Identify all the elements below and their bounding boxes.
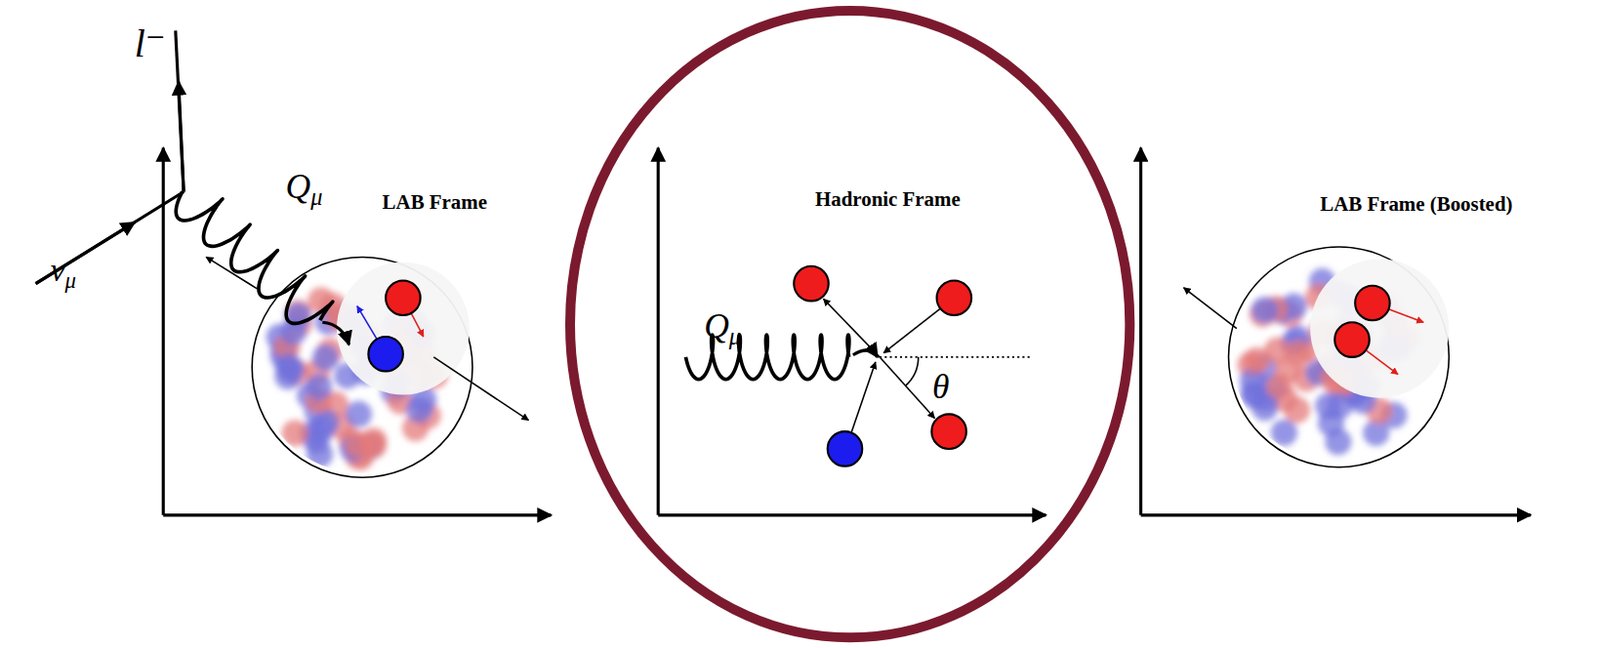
neutrino-symbol: νμ: [50, 253, 77, 293]
illustration-group: [36, 30, 1531, 516]
nucleon-blur: [344, 431, 371, 458]
nucleon-blur: [406, 396, 433, 423]
proton: [1354, 286, 1391, 322]
outgoing-momentum: [823, 298, 880, 358]
nucleon-blur: [312, 344, 339, 371]
nucleon-blur: [1271, 419, 1298, 447]
frame-ellipse-outline: [570, 10, 1130, 638]
nucleus-recoil-arrow: [205, 256, 257, 288]
nucleon-blur: [1251, 394, 1278, 421]
frame-title: LAB Frame: [382, 192, 488, 213]
incoming-momentum: [851, 362, 876, 434]
neutron: [368, 336, 404, 372]
nucleon-blur: [306, 441, 333, 468]
nucleus-outline: [1229, 246, 1450, 468]
nucleon-blur: [282, 419, 309, 447]
axis-arrow: [163, 513, 551, 517]
axis-arrow: [1141, 513, 1531, 517]
reference-axis: [879, 356, 1033, 359]
nucleon-blur: [1264, 336, 1291, 364]
axis-arrow: [1139, 148, 1143, 516]
angle-arc: [904, 357, 918, 387]
boson-symbol: Qμ: [286, 169, 324, 209]
neutron: [827, 431, 863, 467]
interaction-region: [336, 262, 470, 396]
proton: [1334, 322, 1370, 358]
boson-wave: [175, 191, 333, 324]
frame-ellipse: Hadronic Frame: [564, 4, 1136, 644]
proton: [385, 280, 421, 316]
axis-arrow: [656, 148, 660, 516]
proton: [931, 413, 967, 450]
proton: [793, 266, 829, 302]
frame-title: LAB Frame (Boosted): [1319, 194, 1513, 215]
nucleon-blur: [1283, 396, 1311, 423]
interaction-region: [1310, 259, 1449, 399]
nucleon-blur: [275, 353, 302, 380]
lepton-line: [175, 30, 184, 192]
outgoing-momentum: [879, 357, 935, 419]
incoming-momentum: [883, 309, 940, 354]
angle-symbol: θ: [932, 369, 949, 406]
nucleon-blur: [1324, 428, 1352, 455]
nucleon-blur: [1251, 296, 1278, 324]
axis-arrow: [657, 513, 1046, 517]
boson-arrow: [322, 322, 349, 345]
proton: [937, 280, 973, 316]
frame-title: Hadronic Frame: [815, 188, 961, 209]
lepton-arrow: [178, 82, 184, 193]
nucleus-recoil-arrow: [1184, 287, 1237, 329]
lepton-symbol: l⁻: [134, 25, 166, 65]
ellipse-outline-svg: [564, 4, 1136, 644]
boson-symbol: Qμ: [703, 308, 741, 348]
nucleon-blur: [305, 373, 332, 401]
nucleus-recoil-arrow: [433, 357, 529, 421]
nucleon-blur: [1314, 392, 1342, 419]
nucleon-blur: [345, 401, 372, 428]
